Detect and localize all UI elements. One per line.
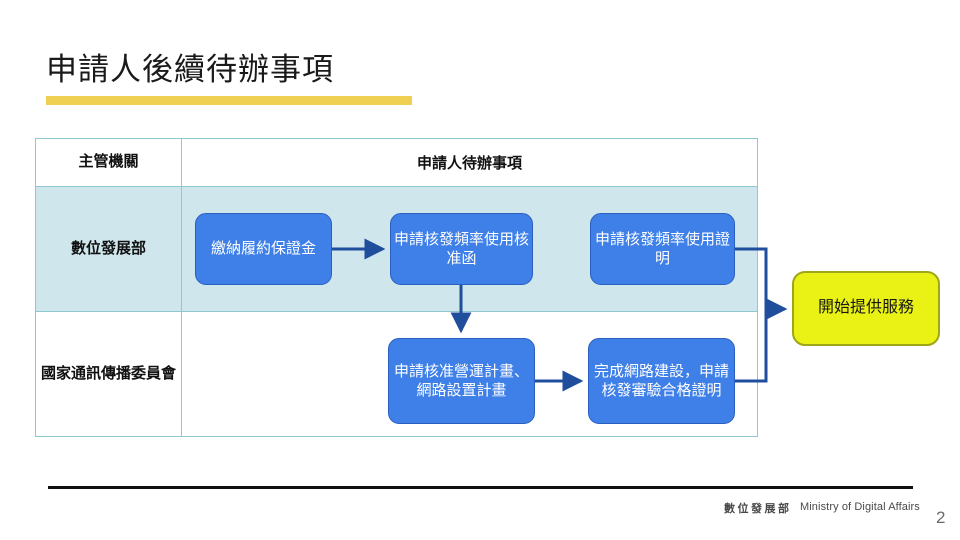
footer-logo-english: Ministry of Digital Affairs	[800, 501, 920, 513]
row-label-ncc: 國家通訊傳播委員會	[36, 312, 182, 436]
page-title: 申請人後續待辦事項	[46, 52, 334, 87]
footer-logo-chinese: 數位發展部	[724, 503, 792, 515]
flow-node-start-service[interactable]: 開始提供服務	[792, 271, 940, 346]
table-header-row: 主管機關 申請人待辦事項	[36, 139, 757, 187]
page-number: 2	[936, 508, 946, 527]
flow-node-network-construction-inspection[interactable]: 完成網路建設，申請核發審驗合格證明	[588, 338, 735, 424]
title-underline-bar	[46, 96, 412, 105]
header-cell-tasks: 申請人待辦事項	[416, 155, 522, 172]
footer-divider	[48, 486, 913, 489]
flow-node-pay-guarantee[interactable]: 繳納履約保證金	[195, 213, 332, 285]
flow-node-frequency-use-certificate[interactable]: 申請核發頻率使用證明	[590, 213, 735, 285]
row-label-moda: 數位發展部	[36, 187, 182, 311]
flow-node-operation-network-plan[interactable]: 申請核准營運計畫、網路設置計畫	[388, 338, 535, 424]
flow-node-apply-frequency-approval[interactable]: 申請核發頻率使用核准函	[390, 213, 533, 285]
table-row: 國家通訊傳播委員會	[36, 312, 757, 436]
header-cell-agency: 主管機關	[36, 139, 182, 186]
